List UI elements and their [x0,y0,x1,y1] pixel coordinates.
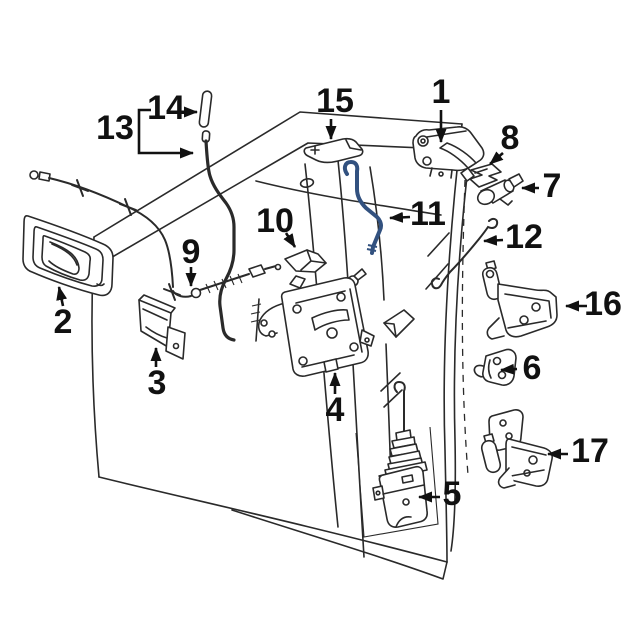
callout-15: 15 [316,82,354,140]
callout-label-6: 6 [523,349,542,387]
part-14-clip-pin [198,90,213,128]
callouts: 1 2 3 4 5 6 7 8 [54,73,622,513]
part-10-wedge-guide [284,249,327,273]
callout-label-3: 3 [148,364,167,402]
part-12-latch-rod [430,217,499,290]
part-8-retainer-clip [469,163,502,188]
callout-6: 6 [500,349,542,387]
part-7-lock-cylinder [476,173,524,206]
callout-label-17: 17 [571,432,609,470]
callout-arrow [483,234,504,246]
callout-label-14: 14 [147,89,185,127]
callout-1: 1 [432,73,451,143]
callout-label-2: 2 [54,303,73,341]
callout-11: 11 [389,195,446,233]
callout-12: 12 [483,218,543,256]
callout-2: 2 [54,286,73,341]
callout-label-13: 13 [96,109,134,147]
part-3-bracket [138,294,186,360]
callout-label-8: 8 [501,119,520,157]
callout-arrow [389,211,411,223]
part-15-reinforcement-plate [303,137,364,164]
callout-label-10: 10 [256,202,294,240]
callout-5: 5 [418,475,462,513]
callout-arrow [283,232,297,248]
part-13-lock-rod [201,130,236,342]
callout-label-15: 15 [316,82,354,120]
door-shell-outline [91,111,471,580]
part-6-striker [473,348,517,386]
callout-label-9: 9 [182,233,201,271]
callout-7: 7 [521,167,562,205]
callout-label-7: 7 [543,167,562,205]
part-16-upper-hinge [481,260,558,340]
part-1-exterior-door-handle [412,126,485,182]
callout-label-12: 12 [505,218,543,256]
callout-label-4: 4 [326,391,345,429]
cable-clip [71,179,89,197]
callout-arrow [56,286,68,307]
callout-label-1: 1 [432,73,451,111]
callout-10: 10 [256,202,297,248]
part-11-lock-rod-highlighted [342,160,383,255]
callout-17: 17 [547,432,609,470]
callout-16: 16 [565,285,622,323]
callout-label-11: 11 [410,195,446,233]
callout-13: 13 [96,108,194,159]
part-5-lock-actuator [355,380,439,538]
cable-clip [119,198,137,216]
callout-arrow [489,151,504,165]
callout-label-16: 16 [584,285,622,323]
callout-8: 8 [489,119,520,165]
callout-label-5: 5 [443,475,462,513]
part-4-door-latch [250,268,375,377]
part-2-interior-handle-bezel [22,214,114,297]
part-17-lower-hinge [480,409,553,489]
callout-3: 3 [148,347,167,402]
callout-14: 14 [147,89,198,127]
callout-4: 4 [326,372,345,429]
callout-9: 9 [182,233,201,287]
callout-arrow [500,363,518,375]
callout-bracket [137,108,194,159]
